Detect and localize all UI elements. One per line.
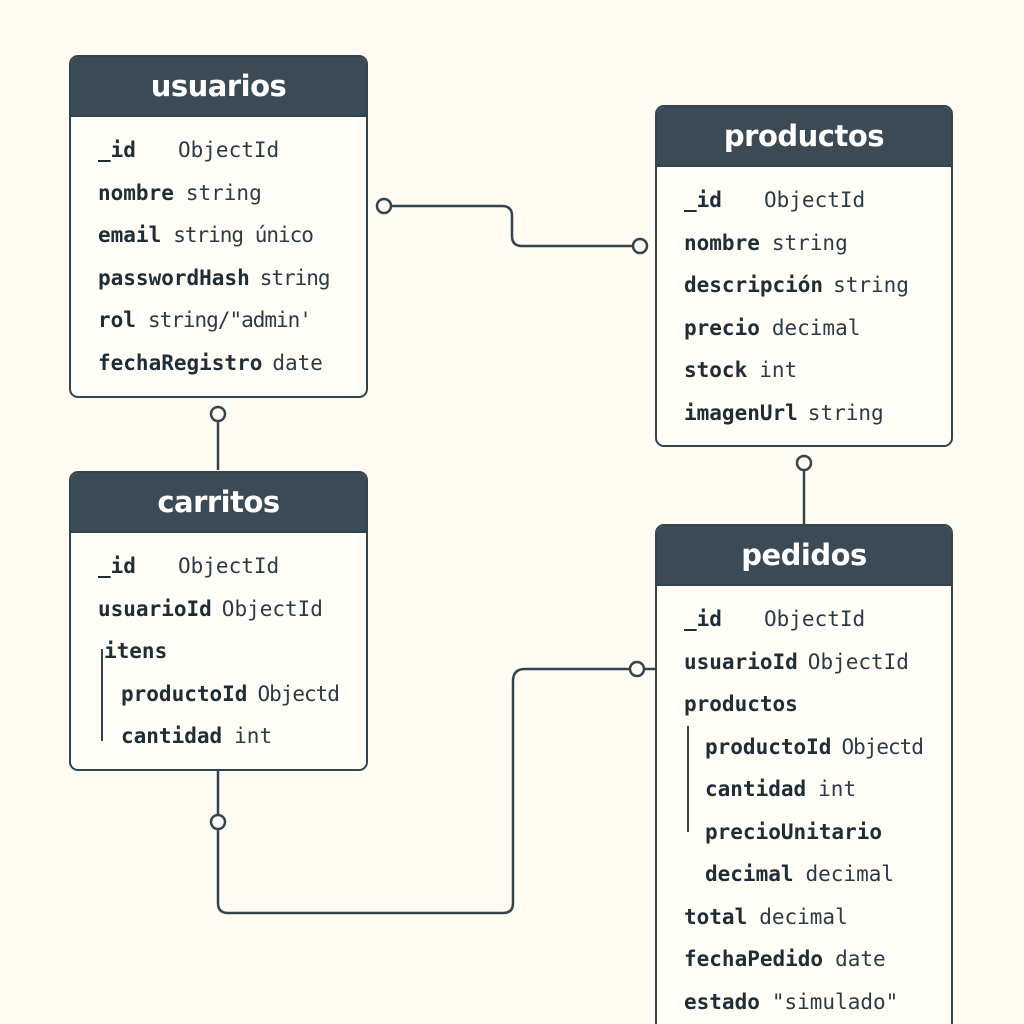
- entity-title: usuarios: [71, 57, 366, 117]
- field-type: ObjectId: [221, 596, 323, 621]
- field-type: Objectd: [841, 734, 924, 759]
- field-row: _id ObjectId: [98, 545, 366, 588]
- field-row: itens: [98, 630, 366, 673]
- connector-end-circle: [795, 454, 813, 472]
- field-name: decimal: [705, 862, 794, 887]
- field-name: rol: [98, 308, 136, 333]
- field-name: estado: [684, 989, 760, 1014]
- field-row: precio decimal: [684, 307, 951, 350]
- entity-usuarios[interactable]: usuarios _id ObjectId nombre string emai…: [69, 55, 368, 398]
- field-type: decimal: [759, 904, 848, 929]
- field-type: string: [771, 230, 848, 255]
- field-row: usuarioId ObjectId: [684, 641, 951, 684]
- field-name: imagenUrl: [684, 400, 798, 425]
- field-name: nombre: [684, 230, 760, 255]
- field-name: productoId: [705, 734, 832, 759]
- field-row: fechaPedido date: [684, 938, 951, 981]
- connector-end-circle: [628, 660, 646, 678]
- field-name: passwordHash: [98, 265, 250, 290]
- field-type: int: [759, 358, 798, 383]
- field-row: passwordHash string: [98, 257, 366, 300]
- field-name: total: [684, 904, 748, 929]
- connector-end-circle: [631, 237, 649, 255]
- field-row-nested: precioUnitario: [684, 811, 951, 854]
- field-row: _id ObjectId: [98, 129, 366, 172]
- field-type: ObjectId: [764, 607, 866, 632]
- field-row: _id ObjectId: [684, 179, 951, 222]
- field-row: _id ObjectId: [684, 598, 951, 641]
- field-type: date: [835, 947, 886, 972]
- field-type: ObjectId: [807, 649, 909, 674]
- field-name: _id: [98, 554, 136, 579]
- field-row: email string único: [98, 214, 366, 257]
- field-type: "simulado": [771, 989, 899, 1014]
- field-name: fechaPedido: [684, 947, 824, 972]
- entity-pedidos[interactable]: pedidos _id ObjectId usuarioId ObjectId …: [655, 524, 953, 1024]
- connector-end-circle: [375, 197, 393, 215]
- field-type: string único: [173, 223, 314, 248]
- field-name: cantidad: [705, 777, 807, 802]
- field-name: _id: [684, 607, 722, 632]
- field-row: usuarioId ObjectId: [98, 588, 366, 631]
- field-row: nombre string: [684, 222, 951, 265]
- field-row-nested: productoId Objectd: [98, 673, 366, 716]
- field-type: ObjectId: [178, 554, 280, 579]
- field-row: fechaRegistro date: [98, 342, 366, 385]
- field-row-nested: cantidad int: [684, 768, 951, 811]
- field-name: productoId: [121, 681, 248, 706]
- field-type: ObjectId: [764, 188, 866, 213]
- field-type: string: [807, 400, 884, 425]
- field-row: productos: [684, 683, 951, 726]
- field-name: productos: [684, 692, 798, 717]
- field-row: nombre string: [98, 172, 366, 215]
- field-name: usuarioId: [684, 649, 798, 674]
- field-row: rol string/"admin': [98, 299, 366, 342]
- field-name: _id: [98, 138, 136, 163]
- field-row: descripción string: [684, 264, 951, 307]
- connector-usuarios-productos: [384, 204, 640, 248]
- field-type: Objectd: [257, 681, 340, 706]
- field-name: fechaRegistro: [98, 350, 263, 375]
- field-name: _id: [684, 188, 722, 213]
- field-row: estado "simulado": [684, 981, 951, 1024]
- field-row: stock int: [684, 349, 951, 392]
- field-type: int: [818, 777, 857, 802]
- field-name: usuarioId: [98, 596, 212, 621]
- entity-title: pedidos: [657, 526, 951, 586]
- field-name: itens: [104, 639, 168, 664]
- field-name: descripción: [684, 273, 824, 298]
- connector-end-circle: [209, 813, 227, 831]
- entity-productos[interactable]: productos _id ObjectId nombre string des…: [655, 105, 953, 447]
- field-row: imagenUrl string: [684, 392, 951, 435]
- field-type: string: [259, 265, 331, 290]
- field-name: stock: [684, 358, 748, 383]
- field-type: string/"admin': [147, 308, 312, 333]
- field-row-nested: decimal decimal: [684, 853, 951, 896]
- field-name: cantidad: [121, 724, 223, 749]
- entity-title: carritos: [71, 473, 366, 533]
- field-name: nombre: [98, 180, 174, 205]
- field-row-nested: productoId Objectd: [684, 726, 951, 769]
- field-type: date: [272, 350, 323, 375]
- entity-title: productos: [657, 107, 951, 167]
- field-name: precio: [684, 315, 760, 340]
- field-name: precioUnitario: [705, 819, 883, 844]
- field-type: string: [185, 180, 262, 205]
- field-type: string: [833, 273, 909, 298]
- entity-carritos[interactable]: carritos _id ObjectId usuarioId ObjectId…: [69, 471, 368, 771]
- connector-end-circle: [209, 405, 227, 423]
- field-row: total decimal: [684, 896, 951, 939]
- field-type: ObjectId: [178, 138, 280, 163]
- field-type: decimal: [771, 315, 861, 340]
- field-type: decimal: [805, 862, 895, 887]
- field-name: email: [98, 223, 162, 248]
- field-row-nested: cantidad int: [98, 715, 366, 758]
- field-type: int: [234, 724, 273, 749]
